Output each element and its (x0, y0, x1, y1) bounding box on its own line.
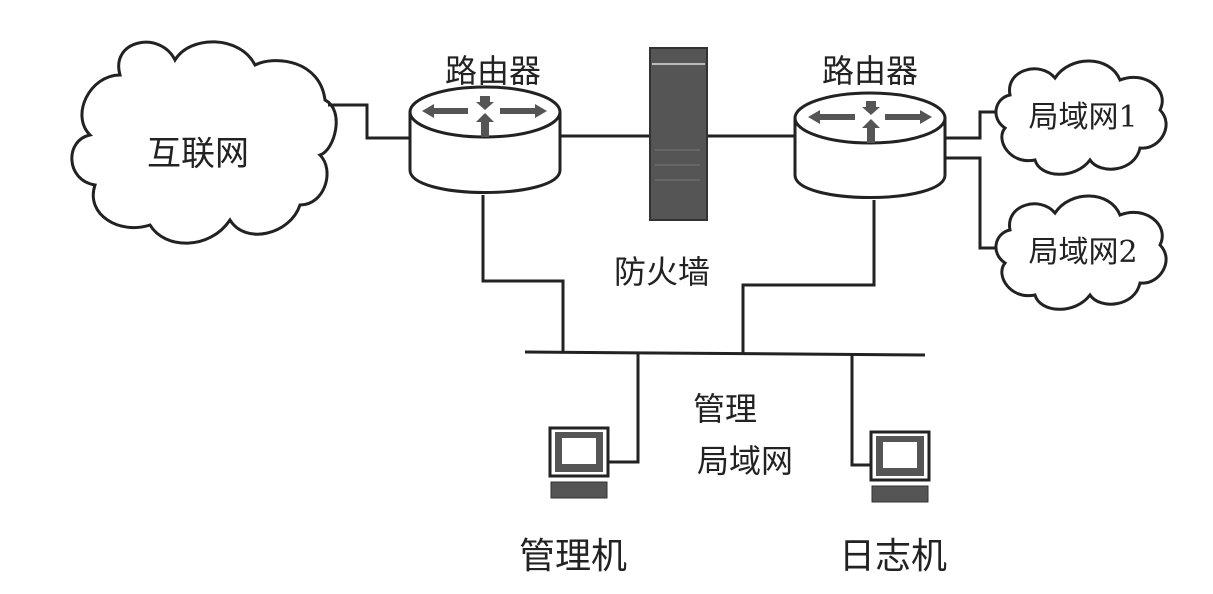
firewall-device: 防火墙 (614, 47, 710, 291)
management-lan-label-line1: 管理 (693, 390, 757, 428)
link-router-right-lan2 (945, 156, 1002, 250)
computer-icon (869, 430, 931, 503)
lan2-cloud: 局域网2 (994, 194, 1168, 311)
link-router-right-lan1 (945, 110, 1002, 140)
router-right: 路由器 (793, 52, 947, 199)
log-pc-label: 日志机 (839, 536, 947, 577)
management-lan-label: 管理 局域网 (693, 390, 793, 480)
firewall-label: 防火墙 (614, 253, 710, 291)
link-internet-router-left (328, 103, 410, 140)
management-pc: 管理机 (519, 426, 627, 577)
link-router-left-bus (481, 195, 565, 352)
computer-icon (548, 426, 610, 499)
lan1-cloud: 局域网1 (994, 59, 1168, 176)
link-router-right-bus (741, 200, 876, 353)
management-bus (524, 350, 926, 357)
management-lan-label-line2: 局域网 (697, 442, 793, 480)
link-bus-management-pc (609, 353, 640, 464)
lan1-label: 局域网1 (1028, 100, 1137, 135)
log-pc: 日志机 (839, 430, 947, 577)
lan2-label: 局域网2 (1028, 235, 1137, 270)
router-arrows-icon (808, 101, 932, 143)
router-left: 路由器 (408, 52, 562, 194)
link-bus-log-pc (850, 355, 870, 467)
internet-label: 互联网 (147, 134, 249, 174)
router-right-label: 路由器 (822, 52, 918, 90)
router-arrows-icon (422, 96, 547, 137)
management-pc-label: 管理机 (519, 536, 627, 577)
router-left-label: 路由器 (445, 52, 541, 90)
internet-cloud: 互联网 (70, 40, 338, 245)
